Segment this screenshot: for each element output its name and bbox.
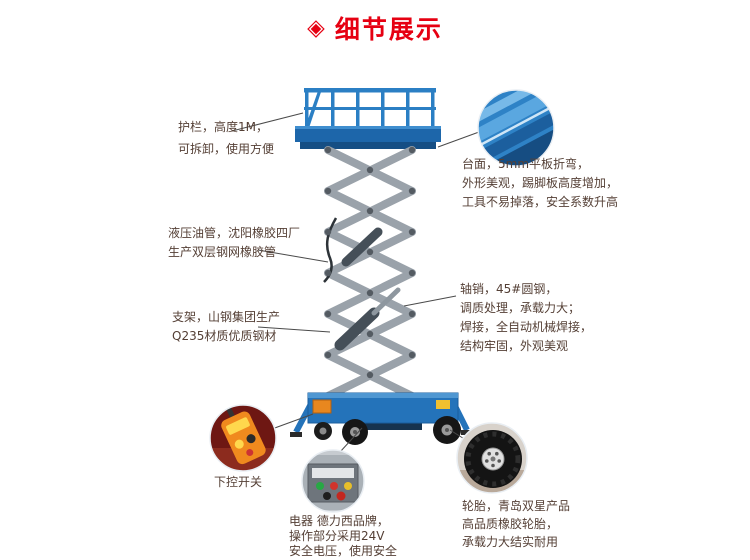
annotation-line: 高品质橡胶轮胎， — [462, 517, 559, 531]
annotation-line: 下控开关 — [214, 475, 263, 489]
annotation-line: 轮胎，青岛双星产品 — [462, 499, 571, 513]
connector-lines — [231, 112, 480, 453]
annotation-line: 工具不易掉落，安全系数升高 — [462, 195, 619, 209]
annotation-line: 液压油管，沈阳橡胶四厂 — [168, 226, 301, 240]
annotation-platform: 台面，5mm平板折弯， 外形美观，踢脚板高度增加， 工具不易掉落，安全系数升高 — [462, 155, 618, 212]
annotation-line: 调质处理，承载力大； — [460, 301, 581, 315]
annotation-line: Q235材质优质钢材 — [172, 329, 277, 343]
annotation-guardrail: 护栏，高度1M， 可拆卸，使用方便 — [178, 116, 274, 160]
annotation-electrical: 电器 德力西品牌， 操作部分采用24V 安全电压，使用安全 — [289, 514, 397, 559]
page-title-text: 细节展示 — [334, 15, 443, 44]
callout-tire — [456, 422, 528, 494]
wheels — [314, 416, 461, 445]
annotation-support-frame: 支架，山钢集团生产 Q235材质优质钢材 — [172, 308, 280, 346]
annotation-line: 支架，山钢集团生产 — [172, 310, 281, 324]
annotation-line: 台面，5mm平板折弯， — [462, 157, 590, 171]
annotation-line: 可拆卸，使用方便 — [178, 142, 275, 156]
diamond-icon: ◈ — [307, 14, 325, 41]
annotation-line: 生产双层钢网橡胶管 — [168, 245, 277, 259]
page-title: ◈ 细节展示 — [0, 10, 750, 46]
annotation-line: 承载力大结实耐用 — [462, 535, 559, 549]
annotation-tires: 轮胎，青岛双星产品 高品质橡胶轮胎， 承载力大结实耐用 — [462, 497, 570, 551]
annotation-line: 护栏，高度1M， — [178, 120, 268, 134]
annotation-line: 安全电压，使用安全 — [289, 544, 398, 558]
scissor-lift-illustration — [290, 88, 473, 445]
annotation-lower-control: 下控开关 — [214, 473, 262, 490]
annotation-line: 外形美观，踢脚板高度增加， — [462, 176, 619, 190]
guardrail — [304, 88, 436, 129]
annotation-hydraulic-hose: 液压油管，沈阳橡胶四厂 生产双层钢网橡胶管 — [168, 224, 300, 262]
annotation-line: 电器 德力西品牌， — [289, 514, 389, 528]
callout-remote-control — [209, 404, 277, 472]
annotation-line: 焊接，全自动机械焊接， — [460, 320, 593, 334]
platform-deck — [295, 126, 441, 149]
chassis-base — [290, 392, 473, 437]
annotation-line: 结构牢固，外观美观 — [460, 339, 569, 353]
hydraulic-cylinder — [334, 227, 401, 351]
annotation-line: 操作部分采用24V — [289, 529, 385, 543]
scissor-arms — [324, 146, 416, 400]
annotation-line: 轴销，45#圆钢， — [460, 282, 558, 296]
annotation-axle-pin: 轴销，45#圆钢， 调质处理，承载力大； 焊接，全自动机械焊接， 结构牢固，外观… — [460, 280, 592, 356]
callout-control-panel — [301, 449, 365, 513]
